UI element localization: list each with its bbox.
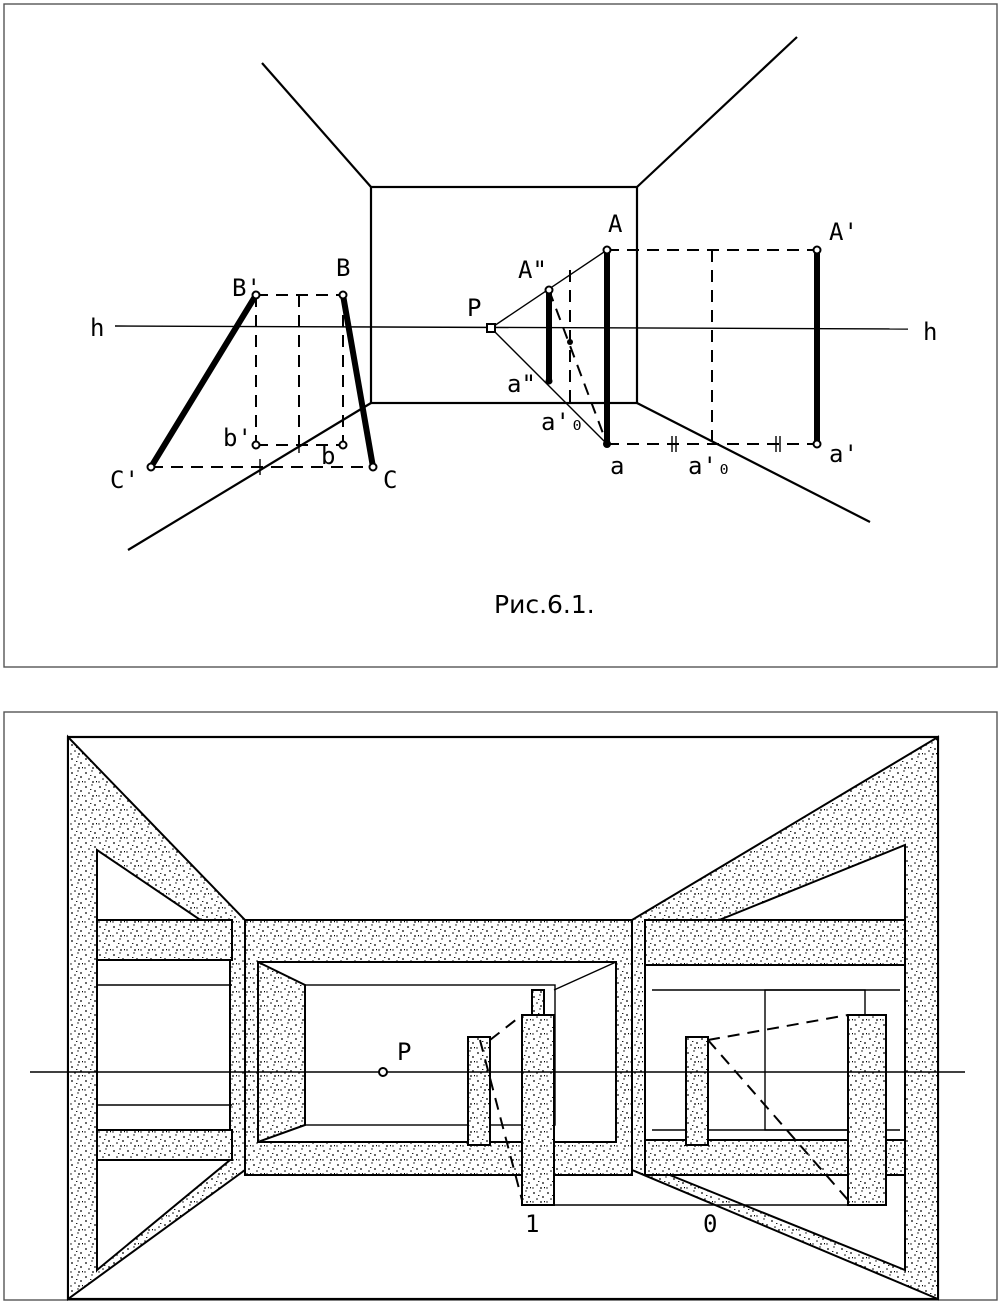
label-a: a [610, 452, 624, 480]
right-mirror-column [847, 1014, 887, 1206]
horizon-line [114, 325, 909, 330]
ceiling-edge-left [261, 62, 372, 188]
floor-edge-left [127, 402, 372, 551]
dash-diagonal [548, 289, 608, 445]
label-A-prime: A' [829, 218, 858, 246]
back-inner-left-jamb [257, 960, 306, 1144]
figure1-frame [3, 3, 998, 668]
label-p-2: P [397, 1038, 411, 1066]
point-a-prime [812, 439, 822, 449]
point-b-prime [251, 290, 261, 300]
figure-room-mirrors: P 1 0 [3, 711, 998, 1301]
figure-6-1: h h P A A' A" a a' a" a'₀ a'₀ B B' b b' … [3, 3, 998, 668]
point-inner [567, 339, 573, 345]
segment-b-c [340, 292, 376, 470]
center-column-cap [531, 989, 545, 1016]
right-mirror-column-small [685, 1036, 709, 1146]
label-C: C [383, 466, 397, 494]
point-A-dprime [544, 285, 554, 295]
ray-p-a-low [490, 327, 608, 445]
label-a0: a'₀ [541, 408, 584, 436]
label-A-dprime: A" [518, 256, 547, 284]
center-column [521, 1014, 555, 1206]
point-a [603, 440, 611, 448]
left-wall-band [67, 734, 246, 1301]
point-p [486, 323, 496, 333]
right-mirror-dash-diag [707, 1039, 849, 1201]
label-one: 1 [525, 1210, 539, 1238]
label-A: A [608, 210, 623, 238]
back-inner-room [304, 984, 556, 1126]
label-a-prime: a' [829, 440, 858, 468]
point-A [602, 245, 612, 255]
figure-caption: Рис.6.1. [494, 590, 595, 619]
right-mirror-beam-top [644, 919, 906, 966]
left-mirror-beam-bottom [96, 1129, 233, 1161]
label-b-prime: b' [223, 424, 252, 452]
label-B-prime: B' [232, 274, 261, 302]
label-a-dprime: a" [507, 370, 536, 398]
point-b [338, 290, 348, 300]
left-mirror-beam-top [96, 919, 233, 961]
point-A-prime [812, 245, 822, 255]
label-a0-right: a'₀ [688, 452, 731, 480]
point-b-low [338, 440, 348, 450]
label-h-right: h [923, 318, 937, 346]
point-c-prime [146, 462, 156, 472]
label-C-prime: C' [110, 466, 139, 494]
right-wall-band [631, 735, 939, 1301]
back-wall [369, 185, 639, 405]
segment-b-prime-c-prime [148, 292, 259, 470]
label-p: P [467, 294, 481, 322]
right-mirror-dash-top [707, 1014, 849, 1041]
label-b: b [321, 442, 335, 470]
point-c [368, 462, 378, 472]
point-a-dprime [545, 377, 553, 385]
center-dash-top [489, 1014, 523, 1041]
center-column-edge [553, 961, 617, 991]
point-b-prime-low [251, 440, 261, 450]
ceiling-edge-right [636, 36, 798, 188]
label-h-left: h [90, 314, 104, 342]
label-zero: 0 [703, 1210, 717, 1238]
center-dash-diag [479, 1039, 523, 1201]
back-small-column [467, 1036, 491, 1146]
point-p-2 [378, 1067, 388, 1077]
label-B: B [336, 254, 350, 282]
floor-edge-right [636, 402, 871, 523]
